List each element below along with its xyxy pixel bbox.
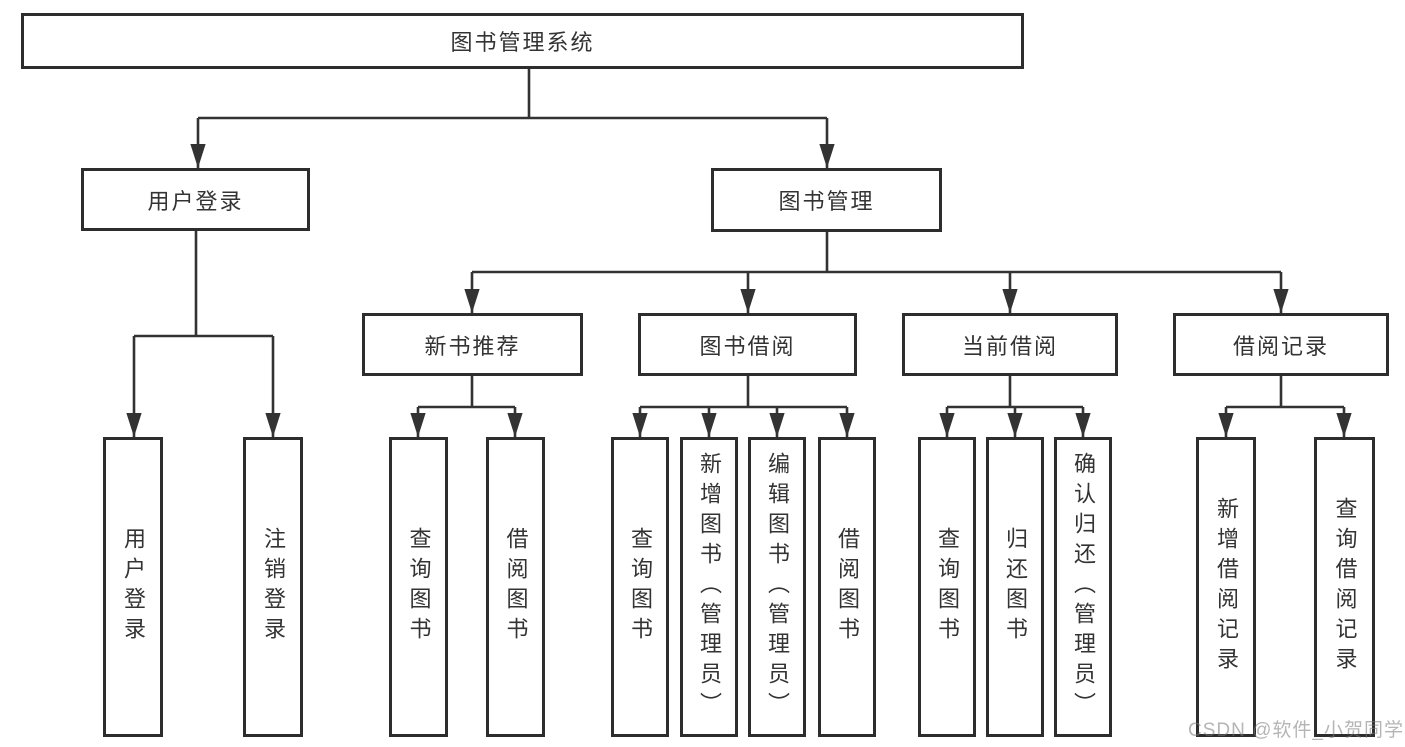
node-new-book-recommend: 新书推荐 (362, 313, 583, 376)
leaf-user-login: 用户登录 (103, 437, 163, 737)
node-system-root: 图书管理系统 (21, 13, 1024, 69)
node-book-management: 图书管理 (711, 168, 942, 232)
leaf-borrow-books-newbooks-label: 借阅图书 (503, 527, 529, 647)
leaf-query-books-newbooks: 查询图书 (389, 437, 448, 737)
leaf-query-books-borrow-label: 查询图书 (628, 527, 653, 647)
leaf-logout-label: 注销登录 (261, 527, 286, 647)
csdn-watermark: CSDN @软件_小贺同学 (1188, 720, 1404, 741)
node-user-login: 用户登录 (81, 168, 310, 231)
leaf-add-borrow-record-label: 新增借阅记录 (1214, 497, 1239, 677)
leaf-return-books-label: 归还图书 (1003, 527, 1028, 647)
node-book-borrow: 图书借阅 (638, 313, 857, 376)
leaf-borrow-books-newbooks: 借阅图书 (486, 437, 545, 737)
leaf-edit-books-admin-label: 编辑图书（管理员） (765, 452, 790, 722)
leaf-add-books-admin-label: 新增图书（管理员） (697, 452, 722, 722)
leaf-query-books-current-label: 查询图书 (935, 527, 960, 647)
leaf-borrow-books-borrow: 借阅图书 (818, 437, 876, 737)
leaf-query-books-current: 查询图书 (918, 437, 976, 737)
leaf-query-borrow-record: 查询借阅记录 (1314, 437, 1375, 737)
leaf-edit-books-admin: 编辑图书（管理员） (748, 437, 806, 737)
leaf-query-books-borrow: 查询图书 (611, 437, 669, 737)
leaf-logout: 注销登录 (243, 437, 303, 737)
node-current-borrow: 当前借阅 (902, 313, 1118, 376)
leaf-borrow-books-borrow-label: 借阅图书 (835, 527, 860, 647)
leaf-query-books-newbooks-label: 查询图书 (406, 527, 432, 647)
leaf-confirm-return-admin-label: 确认归还（管理员） (1071, 452, 1096, 722)
leaf-add-borrow-record: 新增借阅记录 (1196, 437, 1256, 737)
leaf-user-login-label: 用户登录 (121, 527, 146, 647)
node-borrow-records: 借阅记录 (1173, 313, 1389, 376)
leaf-confirm-return-admin: 确认归还（管理员） (1054, 437, 1112, 737)
leaf-return-books: 归还图书 (986, 437, 1044, 737)
leaf-add-books-admin: 新增图书（管理员） (680, 437, 738, 737)
leaf-query-borrow-record-label: 查询借阅记录 (1332, 497, 1358, 677)
